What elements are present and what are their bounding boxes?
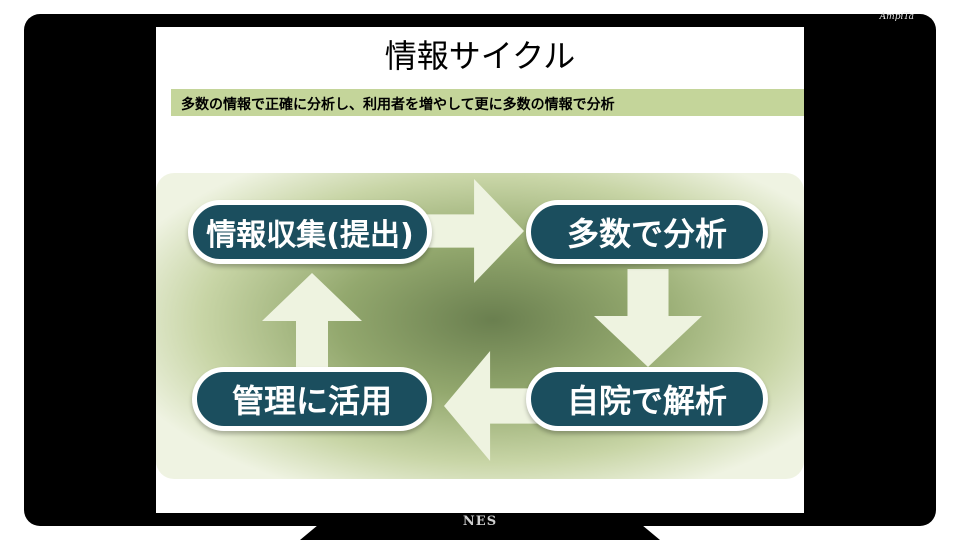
presentation-slide: 情報サイクル 多数の情報で正確に分析し、利用者を増やして更に多数の情報で分析 情…	[156, 27, 804, 513]
arrow-down-icon	[594, 269, 702, 367]
cycle-step-collect: 情報収集(提出)	[188, 200, 432, 264]
arrow-up-icon	[262, 273, 362, 373]
cycle-step-analyze: 多数で分析	[526, 200, 768, 264]
cycle-diagram: 情報収集(提出) 多数で分析 自院で解析 管理に活用	[156, 173, 804, 479]
subtitle-text: 多数の情報で正確に分析し、利用者を増やして更に多数の情報で分析	[181, 97, 615, 113]
cycle-step-interpret: 自院で解析	[526, 367, 768, 431]
arrow-right-icon	[420, 179, 524, 283]
slide-title: 情報サイクル	[384, 37, 576, 75]
cycle-step-apply: 管理に活用	[192, 367, 432, 431]
monitor-stand	[300, 520, 660, 540]
monitor-brand-logo: NES	[462, 514, 498, 529]
corner-watermark-logo: AmpiTa	[879, 12, 914, 22]
subtitle-banner: 多数の情報で正確に分析し、利用者を増やして更に多数の情報で分析	[171, 89, 804, 116]
arrow-left-icon	[444, 351, 540, 461]
